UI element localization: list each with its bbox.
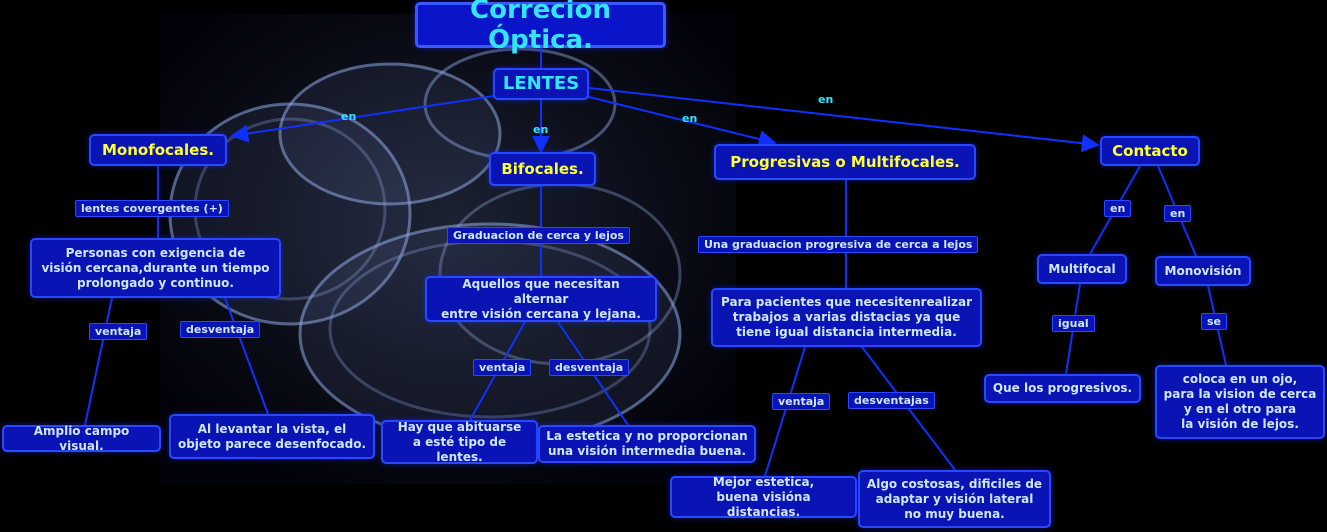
connector-en-bifocales: en — [533, 123, 549, 136]
node-progresivas: Progresivas o Multifocales. — [714, 144, 976, 180]
node-progresivas-desventaja: Algo costosas, dificiles de adaptar y vi… — [858, 470, 1051, 528]
connector-se: se — [1201, 313, 1228, 330]
node-monovision-desc: coloca en un ojo, para la vision de cerc… — [1155, 365, 1325, 439]
node-bifocales-ventaja: Hay que abituarse a esté tipo de lentes. — [381, 420, 538, 464]
node-monofocales-desc: Personas con exigencia de visión cercana… — [30, 238, 281, 298]
label-desventaja-bifocales: desventaja — [549, 359, 630, 376]
node-monovision: Monovisión — [1155, 256, 1251, 286]
node-monofocales-desventaja: Al levantar la vista, el objeto parece d… — [169, 414, 375, 459]
label-desventaja-monofocales: desventaja — [180, 321, 261, 338]
connector-en-multifocal: en — [1104, 200, 1132, 217]
node-bifocales-desc: Aquellos que necesitan alternar entre vi… — [425, 276, 657, 322]
node-contacto: Contacto — [1100, 136, 1200, 166]
node-multifocal-desc: Que los progresivos. — [984, 374, 1141, 403]
label-ventaja-bifocales: ventaja — [473, 359, 532, 376]
link-graduacion-cerca-lejos: Graduacion de cerca y lejos — [447, 227, 630, 244]
node-bifocales-desventaja: La estetica y no proporcionan una visión… — [538, 425, 756, 463]
node-progresivas-desc: Para pacientes que necesitenrealizar tra… — [711, 288, 982, 347]
node-monofocales: Monofocales. — [89, 134, 227, 166]
connector-en-progresivas: en — [682, 112, 698, 125]
label-ventaja-monofocales: ventaja — [89, 323, 148, 340]
link-graduacion-progresiva: Una graduacion progresiva de cerca a lej… — [698, 236, 979, 253]
root-node-lentes: LENTES — [493, 68, 589, 100]
connector-igual: igual — [1052, 315, 1095, 332]
connector-en-contacto: en — [818, 93, 834, 106]
node-monofocales-ventaja: Amplio campo visual. — [2, 424, 161, 453]
connector-en-monofocales: en — [341, 110, 357, 123]
node-bifocales: Bifocales. — [489, 152, 596, 186]
map-title: Correcion Óptica. — [415, 0, 666, 55]
label-ventaja-progresivas: ventaja — [772, 393, 831, 410]
node-multifocal: Multifocal — [1037, 254, 1127, 284]
label-desventajas-progresivas: desventajas — [848, 392, 935, 409]
connector-en-monovision: en — [1164, 205, 1192, 222]
node-progresivas-ventaja: Mejor estetica, buena visióna distancias… — [670, 475, 857, 519]
link-lentes-covergentes: lentes covergentes (+) — [75, 200, 229, 217]
